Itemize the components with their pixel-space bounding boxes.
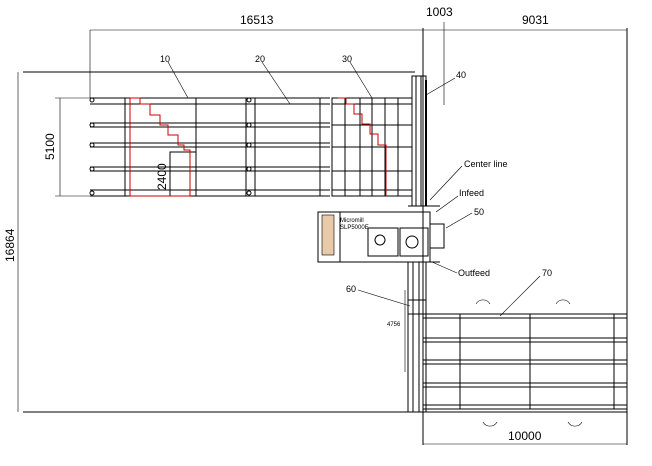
deck-70: [423, 299, 627, 427]
infeed-conveyor: [89, 97, 330, 197]
machine-model-label: SLP5000E: [340, 225, 369, 231]
infeed-label: Infeed: [459, 188, 484, 198]
outfeed-label: Outfeed: [458, 268, 490, 278]
center-line-label: Center line: [464, 159, 508, 169]
red-marking-30: [338, 97, 387, 196]
callout-60: 60: [346, 284, 356, 294]
machine-name-label: Micromill: [340, 218, 364, 224]
callout-20: 20: [255, 54, 265, 64]
micromill-machine: [317, 205, 445, 263]
section-30: [331, 97, 413, 197]
callout-40: 40: [456, 70, 466, 80]
dim-top-right: 9031: [522, 13, 549, 27]
leader-lines: [167, 61, 541, 317]
dim-inner-height: 2400: [155, 163, 169, 190]
dim-top-mid: 1003: [426, 5, 453, 19]
outfeed-60: [407, 261, 427, 413]
dim-left-total: 16864: [3, 228, 17, 262]
dim-left-height: 5100: [43, 133, 57, 160]
red-marking-10: [129, 97, 191, 197]
callout-70: 70: [542, 268, 552, 278]
callout-50: 50: [474, 207, 484, 217]
dim-top-left: 16513: [240, 13, 274, 27]
callout-30: 30: [342, 54, 352, 64]
site-boundary: [23, 28, 628, 445]
callout-10: 10: [160, 54, 170, 64]
transfer-40: [411, 75, 427, 207]
dim-outfeed-span: 4756: [387, 322, 401, 328]
dim-bottom: 10000: [508, 429, 542, 443]
